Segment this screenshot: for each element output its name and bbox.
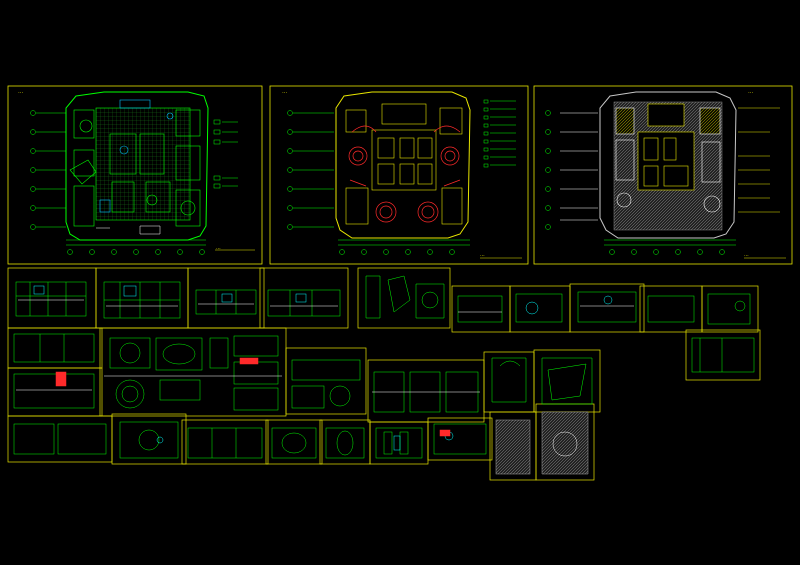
detail-sheet bbox=[285, 347, 367, 415]
plan-1-title: ... bbox=[18, 89, 24, 95]
plan-sheet-3 bbox=[533, 85, 793, 265]
detail-sheet bbox=[639, 285, 703, 333]
detail-sheet bbox=[99, 327, 287, 417]
detail-sheet bbox=[357, 267, 451, 329]
detail-sheet bbox=[685, 329, 761, 381]
detail-sheet bbox=[181, 419, 269, 465]
detail-sheet bbox=[319, 419, 371, 465]
detail-sheet bbox=[367, 359, 485, 423]
detail-sheet bbox=[451, 285, 511, 333]
detail-sheet bbox=[187, 267, 265, 329]
detail-sheet bbox=[701, 285, 759, 333]
detail-sheet bbox=[111, 413, 187, 465]
detail-sheet bbox=[259, 267, 349, 329]
detail-sheet bbox=[427, 417, 493, 461]
detail-sheet bbox=[7, 267, 97, 329]
plan-sheet-2 bbox=[269, 85, 529, 265]
plan-1-subtitle: ... bbox=[216, 245, 221, 251]
detail-sheet bbox=[509, 285, 571, 333]
detail-sheet bbox=[533, 349, 601, 413]
plan-3-title: ... bbox=[748, 89, 754, 95]
detail-sheet bbox=[265, 419, 323, 465]
detail-sheets-group bbox=[7, 267, 761, 481]
plan-sheet-1 bbox=[7, 85, 263, 265]
detail-sheet bbox=[369, 421, 429, 465]
detail-sheet bbox=[7, 367, 103, 417]
detail-sheet bbox=[569, 283, 645, 333]
detail-contents bbox=[13, 275, 755, 475]
plan-3-subtitle: ... bbox=[744, 252, 749, 258]
plan-2-title: ... bbox=[282, 89, 288, 95]
detail-sheet bbox=[7, 415, 113, 463]
plan-2-subtitle: ... bbox=[480, 252, 485, 258]
detail-sheet bbox=[95, 267, 189, 329]
